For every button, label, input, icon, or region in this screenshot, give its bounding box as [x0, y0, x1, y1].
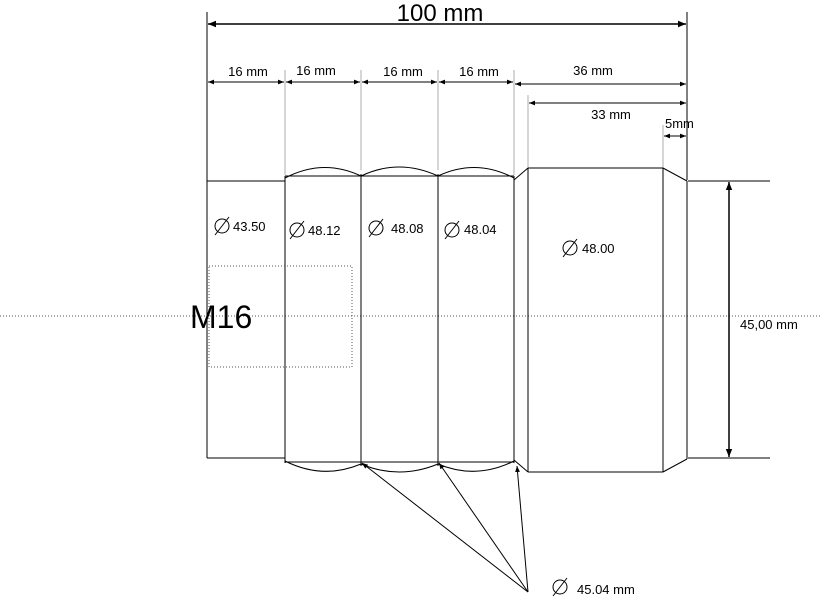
chamfer-label: 5mm: [665, 116, 694, 131]
dimension-height: 45,00 mm: [688, 180, 798, 459]
thread-hidden-outline: [208, 265, 353, 368]
diameter-labels: 43.50 48.12 48.08 48.04 48.00: [214, 216, 615, 258]
dimension-overall: 100 mm: [208, 0, 686, 28]
diameter-1-label: 43.50: [233, 219, 266, 234]
overall-length-label: 100 mm: [397, 0, 484, 27]
diameter-symbol-icon: [214, 216, 230, 236]
height-label: 45,00 mm: [740, 317, 798, 332]
thread-label: M16: [190, 299, 252, 335]
diameter-symbol-icon: [444, 220, 460, 240]
groove-diameter-label: 45.04 mm: [577, 582, 635, 597]
extension-lines: [206, 12, 688, 458]
diameter-5-label: 48.00: [582, 241, 615, 256]
diameter-3-label: 48.08: [391, 221, 424, 236]
part-outline: [207, 166, 688, 473]
diameter-symbol-icon: [552, 577, 568, 597]
segment-3-label: 16 mm: [383, 64, 423, 79]
segment-5-inner-label: 33 mm: [591, 107, 631, 122]
segment-2-label: 16 mm: [296, 63, 336, 78]
diameter-2-label: 48.12: [308, 223, 341, 238]
groove-leaders: 45.04 mm: [361, 462, 635, 597]
dimension-segments: 16 mm 16 mm 16 mm 16 mm 36 mm 33 mm 5mm: [208, 63, 694, 139]
segment-1-label: 16 mm: [228, 64, 268, 79]
segment-4-label: 16 mm: [459, 64, 499, 79]
diameter-symbol-icon: [562, 238, 578, 258]
diameter-symbol-icon: [289, 220, 305, 240]
segment-5-label: 36 mm: [573, 63, 613, 78]
diameter-4-label: 48.04: [464, 222, 497, 237]
diameter-symbol-icon: [368, 218, 384, 238]
